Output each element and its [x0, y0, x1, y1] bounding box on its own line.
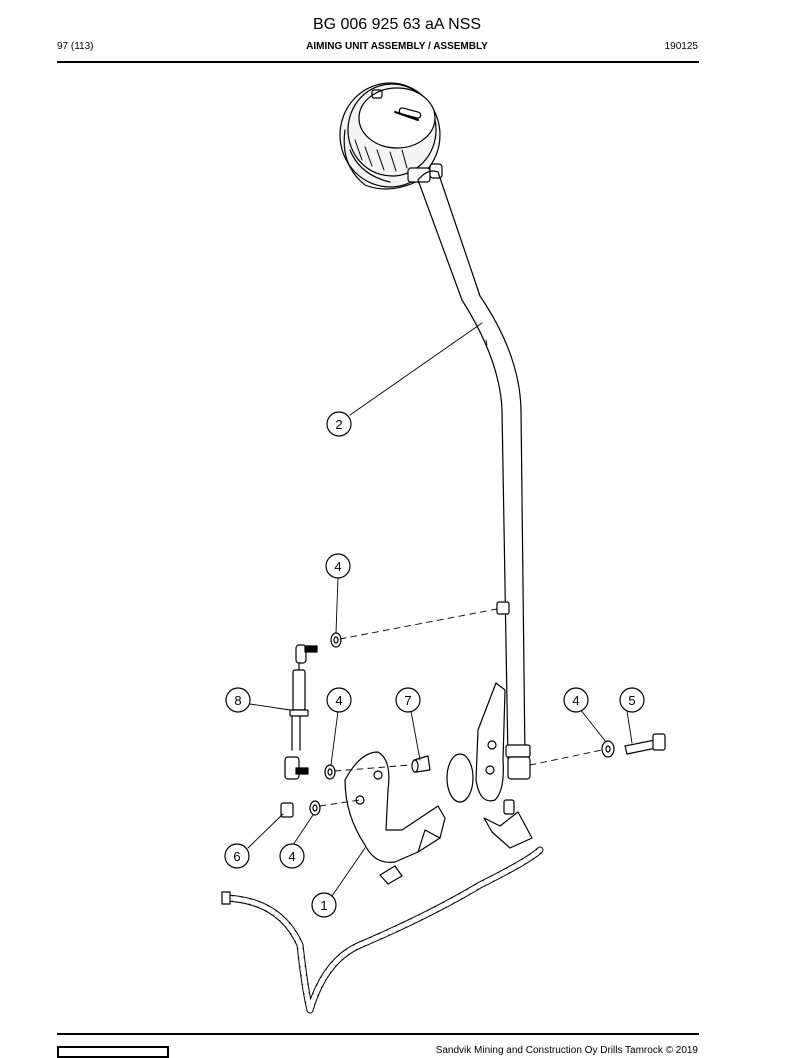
callouts: 1 2 4 8 4 7 4 5: [224, 411, 645, 918]
bolt: [624, 733, 666, 755]
cable-spiral: [221, 846, 544, 1014]
svg-text:4: 4: [335, 693, 342, 708]
callout-4-top: 4: [325, 553, 351, 579]
document-title: BG 006 925 63 aA NSS: [312, 16, 482, 33]
callout-2: 2: [326, 411, 352, 437]
document-date: 190125: [664, 41, 698, 52]
svg-text:7: 7: [404, 693, 411, 708]
callout-4-bottom: 4: [279, 843, 305, 869]
bracket: [344, 751, 446, 885]
brand-logo: [57, 1046, 169, 1058]
pin: [411, 755, 431, 773]
section-title: AIMING UNIT ASSEMBLY / ASSEMBLY: [306, 41, 488, 52]
callout-1: 1: [311, 892, 337, 918]
callout-4-right: 4: [563, 687, 589, 713]
nut: [280, 802, 294, 818]
svg-text:2: 2: [335, 417, 342, 432]
gas-spring: [284, 644, 318, 780]
svg-text:6: 6: [233, 849, 240, 864]
svg-text:1: 1: [320, 898, 327, 913]
callout-7: 7: [395, 687, 421, 713]
svg-text:5: 5: [628, 693, 635, 708]
disc: [446, 753, 474, 803]
svg-text:4: 4: [334, 559, 341, 574]
tube-mounting-plate: [475, 682, 506, 802]
page-number: 97 (113): [57, 41, 94, 52]
footer-copyright: Sandvik Mining and Construction Oy Drill…: [435, 1045, 698, 1056]
aiming-light-head: [339, 82, 443, 190]
sensor-connector: [483, 799, 533, 849]
svg-text:4: 4: [288, 849, 295, 864]
callout-4-mid: 4: [326, 687, 352, 713]
callout-8: 8: [225, 687, 251, 713]
aiming-arm-tube: [417, 170, 531, 780]
svg-text:8: 8: [234, 693, 241, 708]
callout-6: 6: [224, 843, 250, 869]
callout-5: 5: [619, 687, 645, 713]
header-divider: [57, 61, 699, 63]
assembly-lines: [319, 608, 603, 807]
leader-lines: [247, 322, 633, 897]
svg-text:4: 4: [572, 693, 579, 708]
footer-divider: [57, 1033, 699, 1035]
